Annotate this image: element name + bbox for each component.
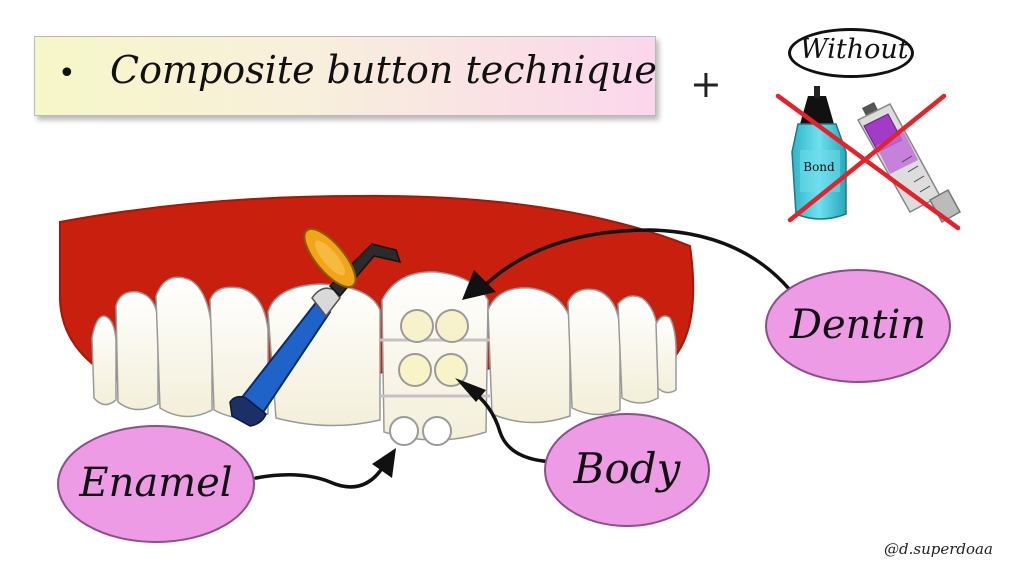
curing-light-icon [229, 227, 402, 427]
dentin-label: Dentin [789, 302, 927, 348]
arrow-icon [254, 228, 792, 489]
dentin-arrow [478, 228, 792, 292]
without-oval [788, 28, 914, 78]
watermark: @d.superdoaa [884, 540, 993, 558]
tooth-left-4 [115, 291, 159, 411]
enamel-button [422, 416, 452, 446]
dentin-button [400, 309, 434, 343]
dentin-bubble [765, 269, 951, 383]
tooth-left-3 [155, 276, 213, 418]
dentin-button [435, 309, 469, 343]
body-button [434, 353, 468, 387]
tooth-right-1 [487, 287, 571, 424]
title-bullet: • [58, 56, 76, 91]
tooth-right-2 [567, 288, 621, 416]
composite-buttons [389, 309, 469, 446]
body-label: Body [573, 444, 681, 493]
tooth-left-1 [267, 283, 381, 427]
enamel-bubble [57, 425, 255, 543]
tooth-right-4 [655, 315, 677, 394]
body-button [398, 353, 432, 387]
body-bubble [544, 413, 710, 527]
arrow-heads [372, 270, 496, 478]
tooth-left-5 [91, 315, 117, 406]
without-label: Without [800, 34, 909, 65]
tooth-right-3 [617, 295, 659, 404]
enamel-arrow [254, 460, 388, 489]
plus-sign: + [690, 62, 722, 106]
bond-label: Bond [803, 160, 835, 174]
body-arrow [466, 386, 562, 464]
title-banner [34, 36, 656, 116]
enamel-label: Enamel [79, 460, 233, 506]
page-title: Composite button technique [110, 48, 657, 92]
syringe-icon [856, 102, 962, 224]
enamel-button [389, 416, 419, 446]
teeth-row [91, 271, 677, 441]
cross-icon [775, 93, 961, 231]
